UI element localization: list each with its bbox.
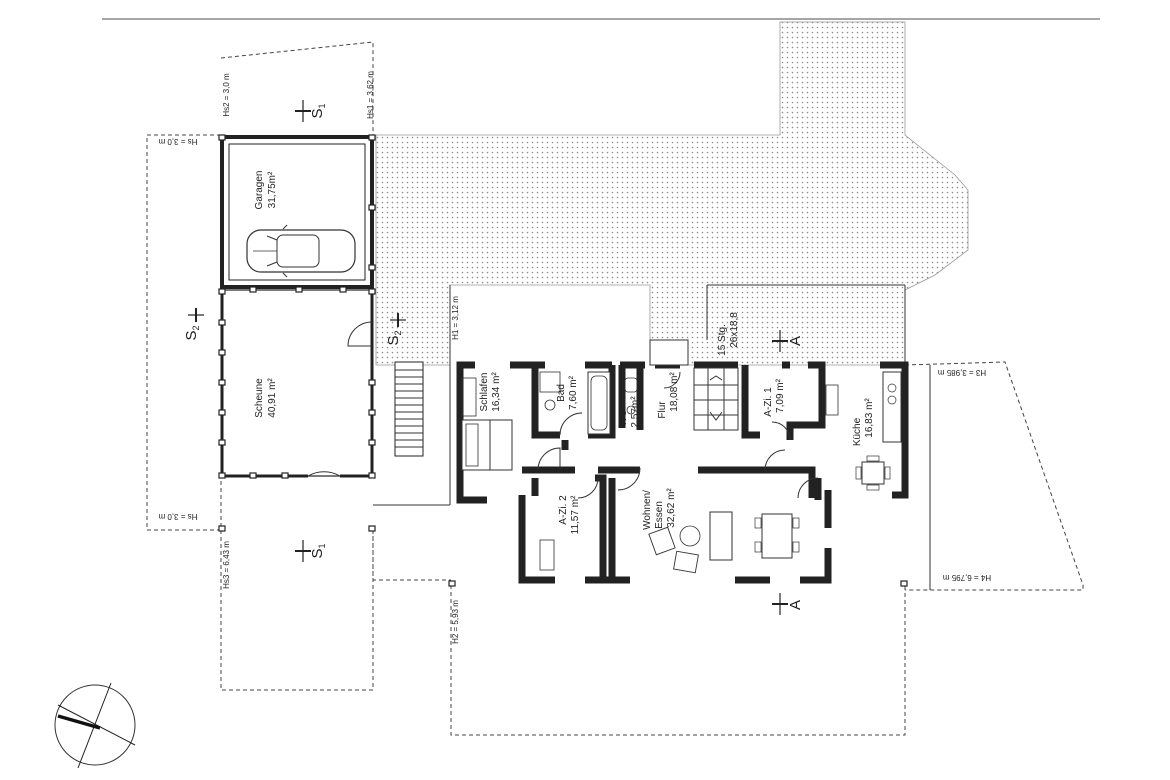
room-name-garagen: Garagen	[254, 171, 265, 210]
garage-inner	[228, 143, 366, 281]
roof-outline-garage	[220, 41, 374, 135]
height-h1: H1 = 3,12 m	[451, 296, 460, 340]
bed-icon	[461, 419, 513, 471]
height-hs-left-top: Hs = 3,0 m	[158, 137, 197, 146]
room-area-garagen: 31,75m²	[267, 171, 278, 208]
room-name-wc: WC	[618, 410, 629, 427]
room-area-scheune: 40,91 m²	[267, 378, 278, 418]
section-s1-top: S1	[309, 103, 327, 118]
house-walls	[456, 361, 909, 584]
height-hs2: Hs2 = 3,0 m	[222, 73, 231, 117]
height-hs3: Hs3 = 6,43 m	[222, 541, 231, 589]
barn-door-swing	[307, 471, 341, 477]
section-marker-icon	[188, 100, 788, 615]
barn-outline	[221, 289, 373, 477]
height-h4: H4 = 6,795 m	[943, 573, 992, 582]
room-area-schlafen: 16,34 m²	[491, 372, 502, 412]
section-s2-left: S2	[183, 325, 201, 340]
room-name-essen: Essen	[654, 501, 665, 529]
interior-stair	[693, 367, 739, 431]
room-area-flur: 18,08 m²	[669, 372, 680, 412]
section-s2-right: S2	[385, 330, 403, 345]
room-name-flur: Flur	[657, 401, 668, 419]
section-a-top: A	[787, 336, 804, 346]
car-icon	[246, 224, 356, 278]
bathroom-fixtures	[539, 371, 638, 435]
barn-posts	[218, 134, 908, 587]
room-area-bad: 7,60 m²	[568, 375, 579, 410]
roof-outline-bottom-left	[220, 530, 374, 691]
compass-icon	[54, 682, 136, 769]
room-name-bad: Bad	[556, 384, 567, 402]
stair-label: 15 Stg.	[717, 324, 728, 356]
room-area-kueche: 16,83 m²	[864, 398, 875, 438]
roof-outline-bottom-mid	[372, 530, 451, 581]
flur-entry-frame	[649, 339, 689, 366]
room-name-azi1: A-Zi. 1	[763, 387, 774, 417]
dining-table-icon	[855, 455, 891, 491]
section-a-bottom: A	[787, 600, 804, 610]
barn-side-door-swing	[347, 321, 373, 347]
roof-outline-right	[904, 361, 1084, 591]
height-h3: H3 = 3,985 m	[938, 368, 987, 377]
height-h2: H2 = 5,93 m	[451, 600, 460, 644]
paved-area	[375, 21, 969, 366]
room-name-azi2: A-Zi. 2	[558, 495, 569, 525]
room-area-azi1: 7,09 m²	[775, 378, 786, 413]
living-room-furniture	[539, 511, 800, 574]
section-s1-bottom: S1	[309, 543, 327, 558]
room-name-wohnen: Wohnen/	[642, 490, 653, 530]
height-hs-left-bottom: Hs = 3,0 m	[158, 512, 197, 521]
height-hs1: Hs1 = 3,62 m	[366, 71, 375, 119]
stair-dimensions: 26x18,8	[729, 312, 740, 348]
room-name-schlafen: Schlafen	[479, 373, 490, 412]
outdoor-stair	[394, 361, 424, 457]
room-name-kueche: Küche	[852, 417, 863, 446]
room-area-wohnen: 32,62 m²	[666, 488, 677, 528]
roof-outline-bottom	[450, 585, 906, 736]
room-name-scheune: Scheune	[254, 378, 265, 418]
wardrobe	[461, 377, 477, 417]
room-area-wc: 2,57m²	[630, 396, 641, 428]
kitchen-fixtures	[825, 371, 902, 443]
room-area-azi2: 11,57 m²	[570, 495, 581, 534]
door-swings	[537, 371, 819, 499]
